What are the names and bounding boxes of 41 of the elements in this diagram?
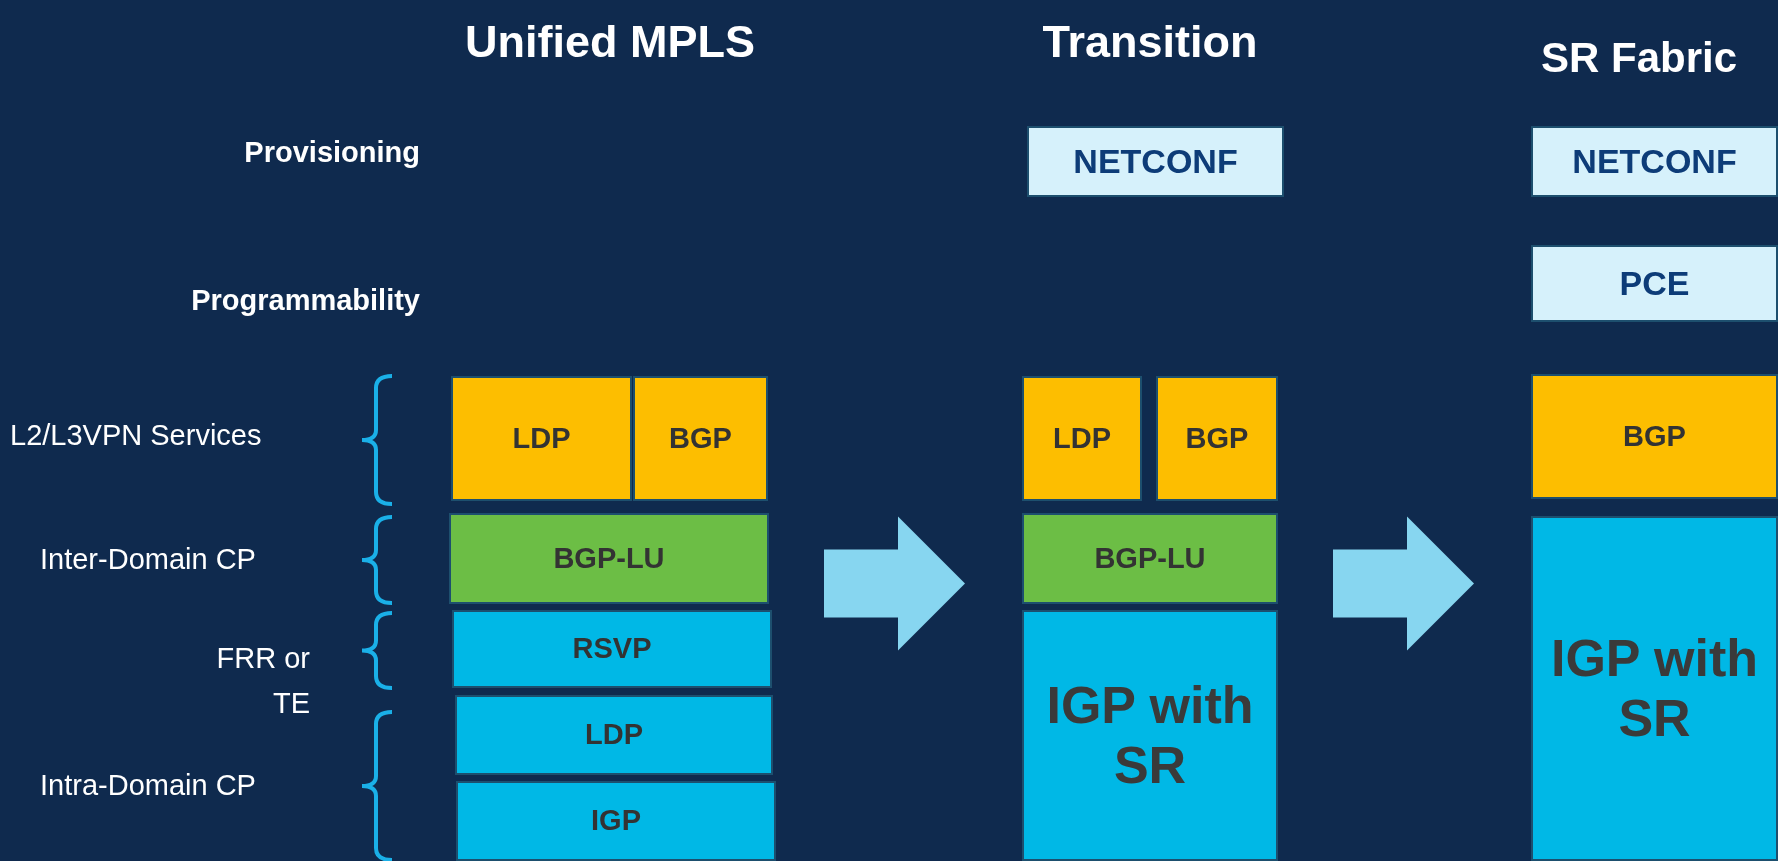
box-label: IGP	[591, 803, 641, 839]
box-label: BGP	[669, 420, 732, 456]
box-label: NETCONF	[1572, 141, 1737, 182]
row-label: Programmability	[190, 283, 420, 318]
protocol-box	[633, 376, 768, 501]
column-heading: Transition	[1041, 15, 1259, 69]
block-arrow	[1333, 516, 1474, 651]
row-label: L2/L3VPN Services	[10, 418, 263, 453]
protocol-box	[455, 695, 773, 775]
interface-box	[1531, 245, 1778, 322]
box-label: NETCONF	[1073, 141, 1238, 182]
block-arrow	[824, 516, 965, 651]
box-label: LDP	[512, 420, 571, 456]
protocol-box	[456, 781, 776, 861]
box-label: BGP-LU	[1094, 540, 1206, 576]
protocol-box	[452, 610, 772, 688]
protocol-box	[1022, 513, 1278, 604]
protocol-box	[451, 376, 632, 501]
protocol-box	[449, 513, 769, 604]
box-label: BGP	[1185, 420, 1249, 456]
column-heading: SR Fabric	[1539, 33, 1739, 83]
box-label: LDP	[585, 717, 643, 753]
box-label: BGP	[1623, 418, 1686, 454]
row-label: Inter-Domain CP	[40, 542, 257, 577]
row-label: Intra-Domain CP	[40, 768, 257, 803]
protocol-box	[1531, 374, 1778, 499]
protocol-box	[1156, 376, 1278, 501]
row-label: Provisioning	[243, 135, 420, 170]
column-heading: Unified MPLS	[464, 15, 756, 69]
protocol-box	[1022, 376, 1142, 501]
box-label: BGP-LU	[553, 540, 665, 576]
box-label: IGP with SR	[1549, 628, 1760, 749]
box-label: LDP	[1053, 420, 1111, 456]
box-label: IGP with SR	[1045, 675, 1255, 796]
box-label: PCE	[1619, 263, 1690, 304]
protocol-box	[1531, 516, 1778, 861]
box-label: RSVP	[572, 631, 652, 667]
interface-box	[1531, 126, 1778, 197]
interface-box	[1027, 126, 1284, 197]
row-label: FRR or TE	[215, 641, 310, 721]
protocol-box	[1022, 610, 1278, 861]
